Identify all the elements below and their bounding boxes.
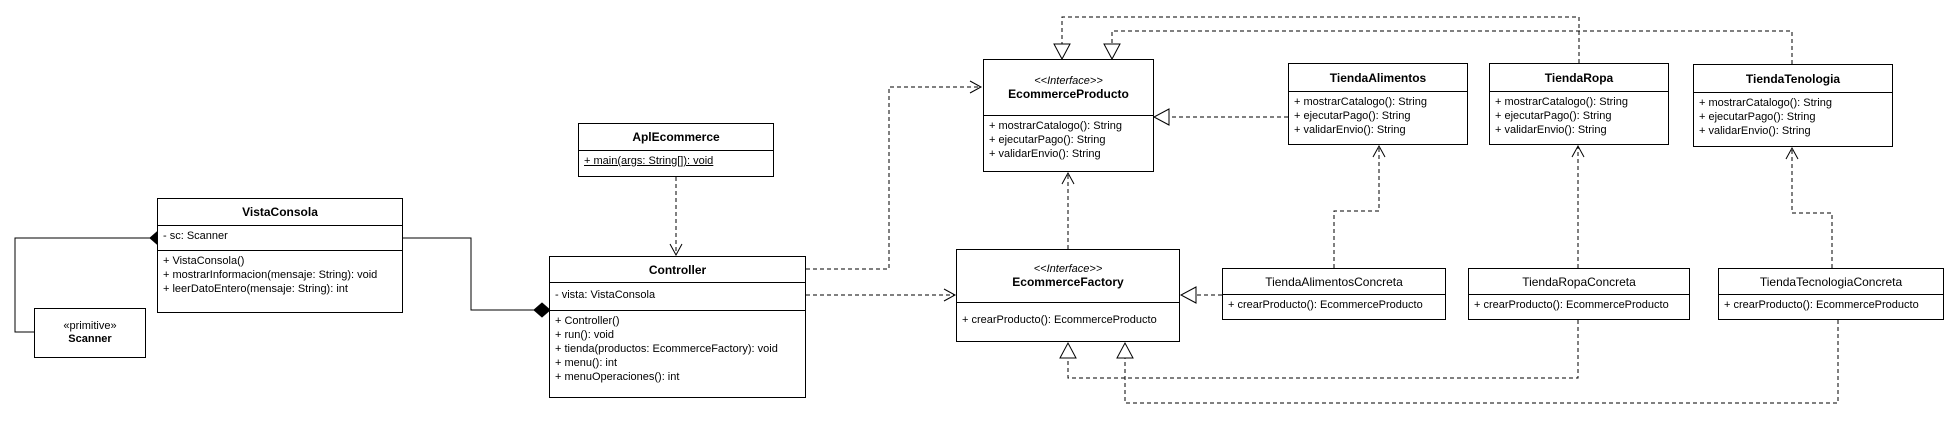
edge-scanner-vista-composition (14, 237, 150, 333)
method: + ejecutarPago(): String (1699, 111, 1816, 123)
method: + menu(): int (555, 357, 618, 369)
edge-ropaC-factory-realization (1059, 320, 1579, 379)
attribute-section: - vista: VistaConsola (550, 283, 805, 311)
class-name: AplEcommerce (632, 130, 720, 144)
class-tienda-tenologia[interactable]: TiendaTenologia + mostrarCatalogo(): Str… (1693, 64, 1893, 147)
class-name: TiendaRopaConcreta (1522, 274, 1636, 289)
class-name: Scanner (68, 333, 112, 345)
method-section: + crearProducto(): EcommerceProducto (1223, 295, 1445, 315)
method-section: + mostrarCatalogo(): String + ejecutarPa… (1490, 92, 1668, 140)
stereotype-label: <<Interface>> (1034, 74, 1103, 87)
composition-diamond-controller (533, 302, 551, 318)
edge-controller-producto-dependency (806, 80, 983, 270)
method: + ejecutarPago(): String (1294, 110, 1411, 122)
method: + validarEnvio(): String (1495, 124, 1607, 136)
attribute: - vista: VistaConsola (555, 289, 656, 301)
class-name: TiendaTenologia (1745, 71, 1841, 86)
class-name: TiendaAlimentos (1329, 70, 1427, 85)
method: + leerDatoEntero(mensaje: String): int (163, 283, 348, 295)
method: + mostrarCatalogo(): String (1699, 97, 1832, 109)
class-header: TiendaAlimentos (1289, 64, 1467, 92)
class-vista-consola[interactable]: VistaConsola - sc: Scanner + VistaConsol… (157, 198, 403, 313)
method: + main(args: String[]): void (584, 155, 714, 167)
method: + ejecutarPago(): String (1495, 110, 1612, 122)
method-section: + crearProducto(): EcommerceProducto (1469, 295, 1689, 315)
method-section: + VistaConsola() + mostrarInformacion(me… (158, 251, 402, 299)
method-section: + mostrarCatalogo(): String + ejecutarPa… (1289, 92, 1467, 140)
class-name: TiendaTecnologiaConcreta (1759, 274, 1903, 289)
method: + crearProducto(): EcommerceProducto (1228, 299, 1423, 311)
class-header: TiendaAlimentosConcreta (1223, 269, 1445, 295)
class-tienda-ropa[interactable]: TiendaRopa + mostrarCatalogo(): String +… (1489, 63, 1669, 145)
class-tienda-alimentos-concreta[interactable]: TiendaAlimentosConcreta + crearProducto(… (1222, 268, 1446, 320)
class-header: Controller (550, 257, 805, 283)
method: + VistaConsola() (163, 255, 245, 267)
method: + validarEnvio(): String (989, 148, 1101, 160)
interface-ecommerce-factory[interactable]: <<Interface>> EcommerceFactory + crearPr… (956, 249, 1180, 342)
stereotype-label: <<Interface>> (1033, 263, 1103, 275)
method: + validarEnvio(): String (1294, 124, 1406, 136)
attribute-section: - sc: Scanner (158, 226, 402, 251)
edge-vista-controller-composition (403, 237, 542, 311)
method: + crearProducto(): EcommerceProducto (1724, 299, 1919, 311)
class-tienda-alimentos[interactable]: TiendaAlimentos + mostrarCatalogo(): Str… (1288, 63, 1468, 145)
method: + mostrarInformacion(mensaje: String): v… (163, 269, 378, 281)
class-header: TiendaRopaConcreta (1469, 269, 1689, 295)
edge-tecnoC-factory-realization (1116, 320, 1839, 404)
edge-alimentosC-alimentos-dependency (1333, 144, 1386, 268)
method-section: + crearProducto(): EcommerceProducto (957, 303, 1179, 330)
edge-ropa-producto-realization (1053, 16, 1580, 63)
class-header: VistaConsola (158, 199, 402, 226)
class-header: AplEcommerce (579, 124, 773, 151)
class-header: TiendaTenologia (1694, 65, 1892, 93)
method-section: + main(args: String[]): void (579, 151, 773, 171)
class-name: EcommerceProducto (1008, 86, 1129, 101)
class-tienda-tecnologia-concreta[interactable]: TiendaTecnologiaConcreta + crearProducto… (1718, 268, 1944, 320)
method-section: + crearProducto(): EcommerceProducto (1719, 295, 1943, 315)
class-name: TiendaRopa (1544, 70, 1614, 85)
class-name: TiendaAlimentosConcreta (1265, 274, 1403, 289)
class-header: <<Interface>> EcommerceProducto (984, 60, 1153, 116)
method-section: + Controller() + run(): void + tienda(pr… (550, 311, 805, 387)
method-section: + mostrarCatalogo(): String + ejecutarPa… (984, 116, 1153, 164)
class-header: TiendaTecnologiaConcreta (1719, 269, 1943, 295)
method: + ejecutarPago(): String (989, 134, 1106, 146)
class-header: TiendaRopa (1490, 64, 1668, 92)
attribute: - sc: Scanner (163, 230, 228, 242)
method: + validarEnvio(): String (1699, 125, 1811, 137)
class-controller[interactable]: Controller - vista: VistaConsola + Contr… (549, 256, 806, 398)
class-scanner[interactable]: «primitive» Scanner (34, 308, 146, 358)
method: + menuOperaciones(): int (555, 371, 680, 383)
method: + crearProducto(): EcommerceProducto (1474, 299, 1669, 311)
stereotype-label: «primitive» (63, 320, 117, 332)
method: + mostrarCatalogo(): String (1495, 96, 1628, 108)
class-tienda-ropa-concreta[interactable]: TiendaRopaConcreta + crearProducto(): Ec… (1468, 268, 1690, 320)
class-name: EcommerceFactory (1012, 275, 1124, 289)
method: + mostrarCatalogo(): String (1294, 96, 1427, 108)
method: + Controller() (555, 315, 620, 327)
method-section: + mostrarCatalogo(): String + ejecutarPa… (1694, 93, 1892, 141)
edge-tecnoC-tecno-dependency (1785, 146, 1833, 268)
class-name: VistaConsola (242, 205, 318, 219)
interface-ecommerce-producto[interactable]: <<Interface>> EcommerceProducto + mostra… (983, 59, 1154, 172)
class-header: <<Interface>> EcommerceFactory (957, 250, 1179, 303)
method: + mostrarCatalogo(): String (989, 120, 1122, 132)
method: + tienda(productos: EcommerceFactory): v… (555, 343, 778, 355)
method: + run(): void (555, 329, 614, 341)
class-name: Controller (648, 262, 707, 277)
edge-tecno-producto-realization (1103, 30, 1793, 64)
class-apl-ecommerce[interactable]: AplEcommerce + main(args: String[]): voi… (578, 123, 774, 177)
method: + crearProducto(): EcommerceProducto (962, 314, 1157, 326)
